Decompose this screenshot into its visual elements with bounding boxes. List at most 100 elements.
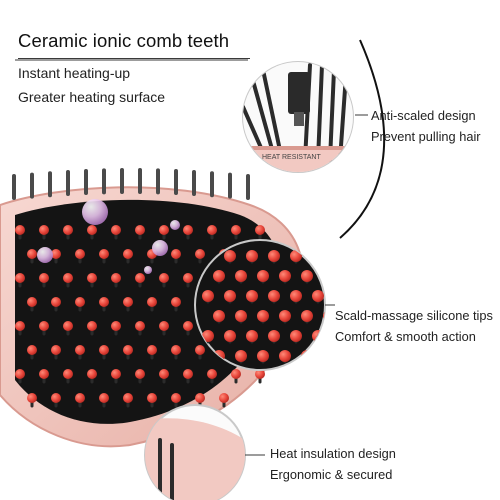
bristle-tip (27, 249, 37, 259)
bristle-tip (255, 225, 265, 235)
bristle-tip (27, 297, 37, 307)
bristle-tip (235, 350, 247, 362)
bristle-tip (231, 369, 241, 379)
bristle-tip (159, 273, 169, 283)
callout-3-title: Heat insulation design (270, 446, 396, 461)
bristle-tip (246, 330, 258, 342)
bristle-tip (290, 330, 302, 342)
headline-divider (18, 58, 250, 59)
bristle-tip (135, 369, 145, 379)
heat-resistant-badge: HEAT RESISTANT (262, 154, 321, 161)
bristle-tip (235, 310, 247, 322)
bristle-tip (123, 297, 133, 307)
bristle-tip (171, 393, 181, 403)
bristle-tip (235, 270, 247, 282)
bristle-tip (207, 225, 217, 235)
bristle-tip (39, 273, 49, 283)
bristle-tip (75, 393, 85, 403)
bristle-tip (99, 393, 109, 403)
bristle-tip (75, 345, 85, 355)
bristle-tip (87, 225, 97, 235)
bristle-tip (183, 369, 193, 379)
bristle-tip (279, 310, 291, 322)
bristle-tip (63, 273, 73, 283)
bristle-tip (231, 225, 241, 235)
callout-connectors (15, 59, 368, 456)
bristle-tip (290, 250, 302, 262)
bristle-tip (15, 321, 25, 331)
bristle-tip (195, 393, 205, 403)
bristle-tip (268, 290, 280, 302)
callout-3-subtitle: Ergonomic & secured (270, 467, 393, 482)
bristle-tip (312, 290, 324, 302)
bristle-tip (183, 321, 193, 331)
bristle-tip (268, 330, 280, 342)
bristle-tip (219, 393, 229, 403)
bristle-tip (51, 393, 61, 403)
bristle-tip (51, 297, 61, 307)
bristle-tip (99, 297, 109, 307)
bristle-tip (224, 290, 236, 302)
bristle-tip (63, 321, 73, 331)
bristle-tip (75, 297, 85, 307)
bristle-tip (147, 297, 157, 307)
bristle-tip (159, 321, 169, 331)
bristle-tip (15, 273, 25, 283)
bristle-tip (15, 369, 25, 379)
bristle-tip (224, 330, 236, 342)
callout-2-title: Scald-massage silicone tips (335, 308, 493, 323)
bristle-tip (290, 290, 302, 302)
bristle-tip (207, 369, 217, 379)
bristle-tip (111, 225, 121, 235)
bristle-tip (268, 250, 280, 262)
bristle-tip (224, 250, 236, 262)
bristle-tip (246, 250, 258, 262)
bristle-tip (147, 345, 157, 355)
bristle-tip (301, 350, 313, 362)
zoom-circle-silicone-tips (194, 239, 326, 371)
headline-line-1: Instant heating-up (18, 65, 131, 81)
bristle-tip (213, 270, 225, 282)
bristle-tip (111, 321, 121, 331)
bristle-tip (159, 369, 169, 379)
bristle-tip (111, 273, 121, 283)
bristle-tip (257, 350, 269, 362)
bristle-tip (135, 273, 145, 283)
zoom-circle-heat-insulation (144, 404, 246, 500)
bristle-tip (123, 345, 133, 355)
bristle-tip (135, 321, 145, 331)
bristle-tip (39, 321, 49, 331)
bristle-tip (279, 350, 291, 362)
bristle-tip (202, 290, 214, 302)
bristle-tip (159, 225, 169, 235)
bristle-tip (171, 297, 181, 307)
bristle-tip (255, 369, 265, 379)
bristle-tip (27, 393, 37, 403)
bristle-tip (99, 345, 109, 355)
bristle-tip (51, 345, 61, 355)
bristle-tip (301, 310, 313, 322)
bristle-tip (279, 270, 291, 282)
bristle-tip (15, 225, 25, 235)
headline-title: Ceramic ionic comb teeth (18, 30, 230, 51)
ion-bubbles (37, 199, 180, 274)
bristle-tip (63, 225, 73, 235)
callout-2-subtitle: Comfort & smooth action (335, 329, 476, 344)
bristle-tip (135, 225, 145, 235)
bristle-tip (171, 345, 181, 355)
bristle-tip (323, 270, 325, 282)
bristle-tip (147, 393, 157, 403)
bristle-tip (183, 273, 193, 283)
callout-1-subtitle: Prevent pulling hair (371, 129, 481, 144)
bristle-tip (183, 225, 193, 235)
bristle-tip (87, 369, 97, 379)
bristle-tip (75, 249, 85, 259)
bristle-tip (257, 310, 269, 322)
bristle-tip (27, 345, 37, 355)
bristle-tip (39, 225, 49, 235)
bristle-tip (99, 249, 109, 259)
bristle-tip (123, 393, 133, 403)
bristle-tip (195, 249, 205, 259)
bristle-tip (246, 290, 258, 302)
